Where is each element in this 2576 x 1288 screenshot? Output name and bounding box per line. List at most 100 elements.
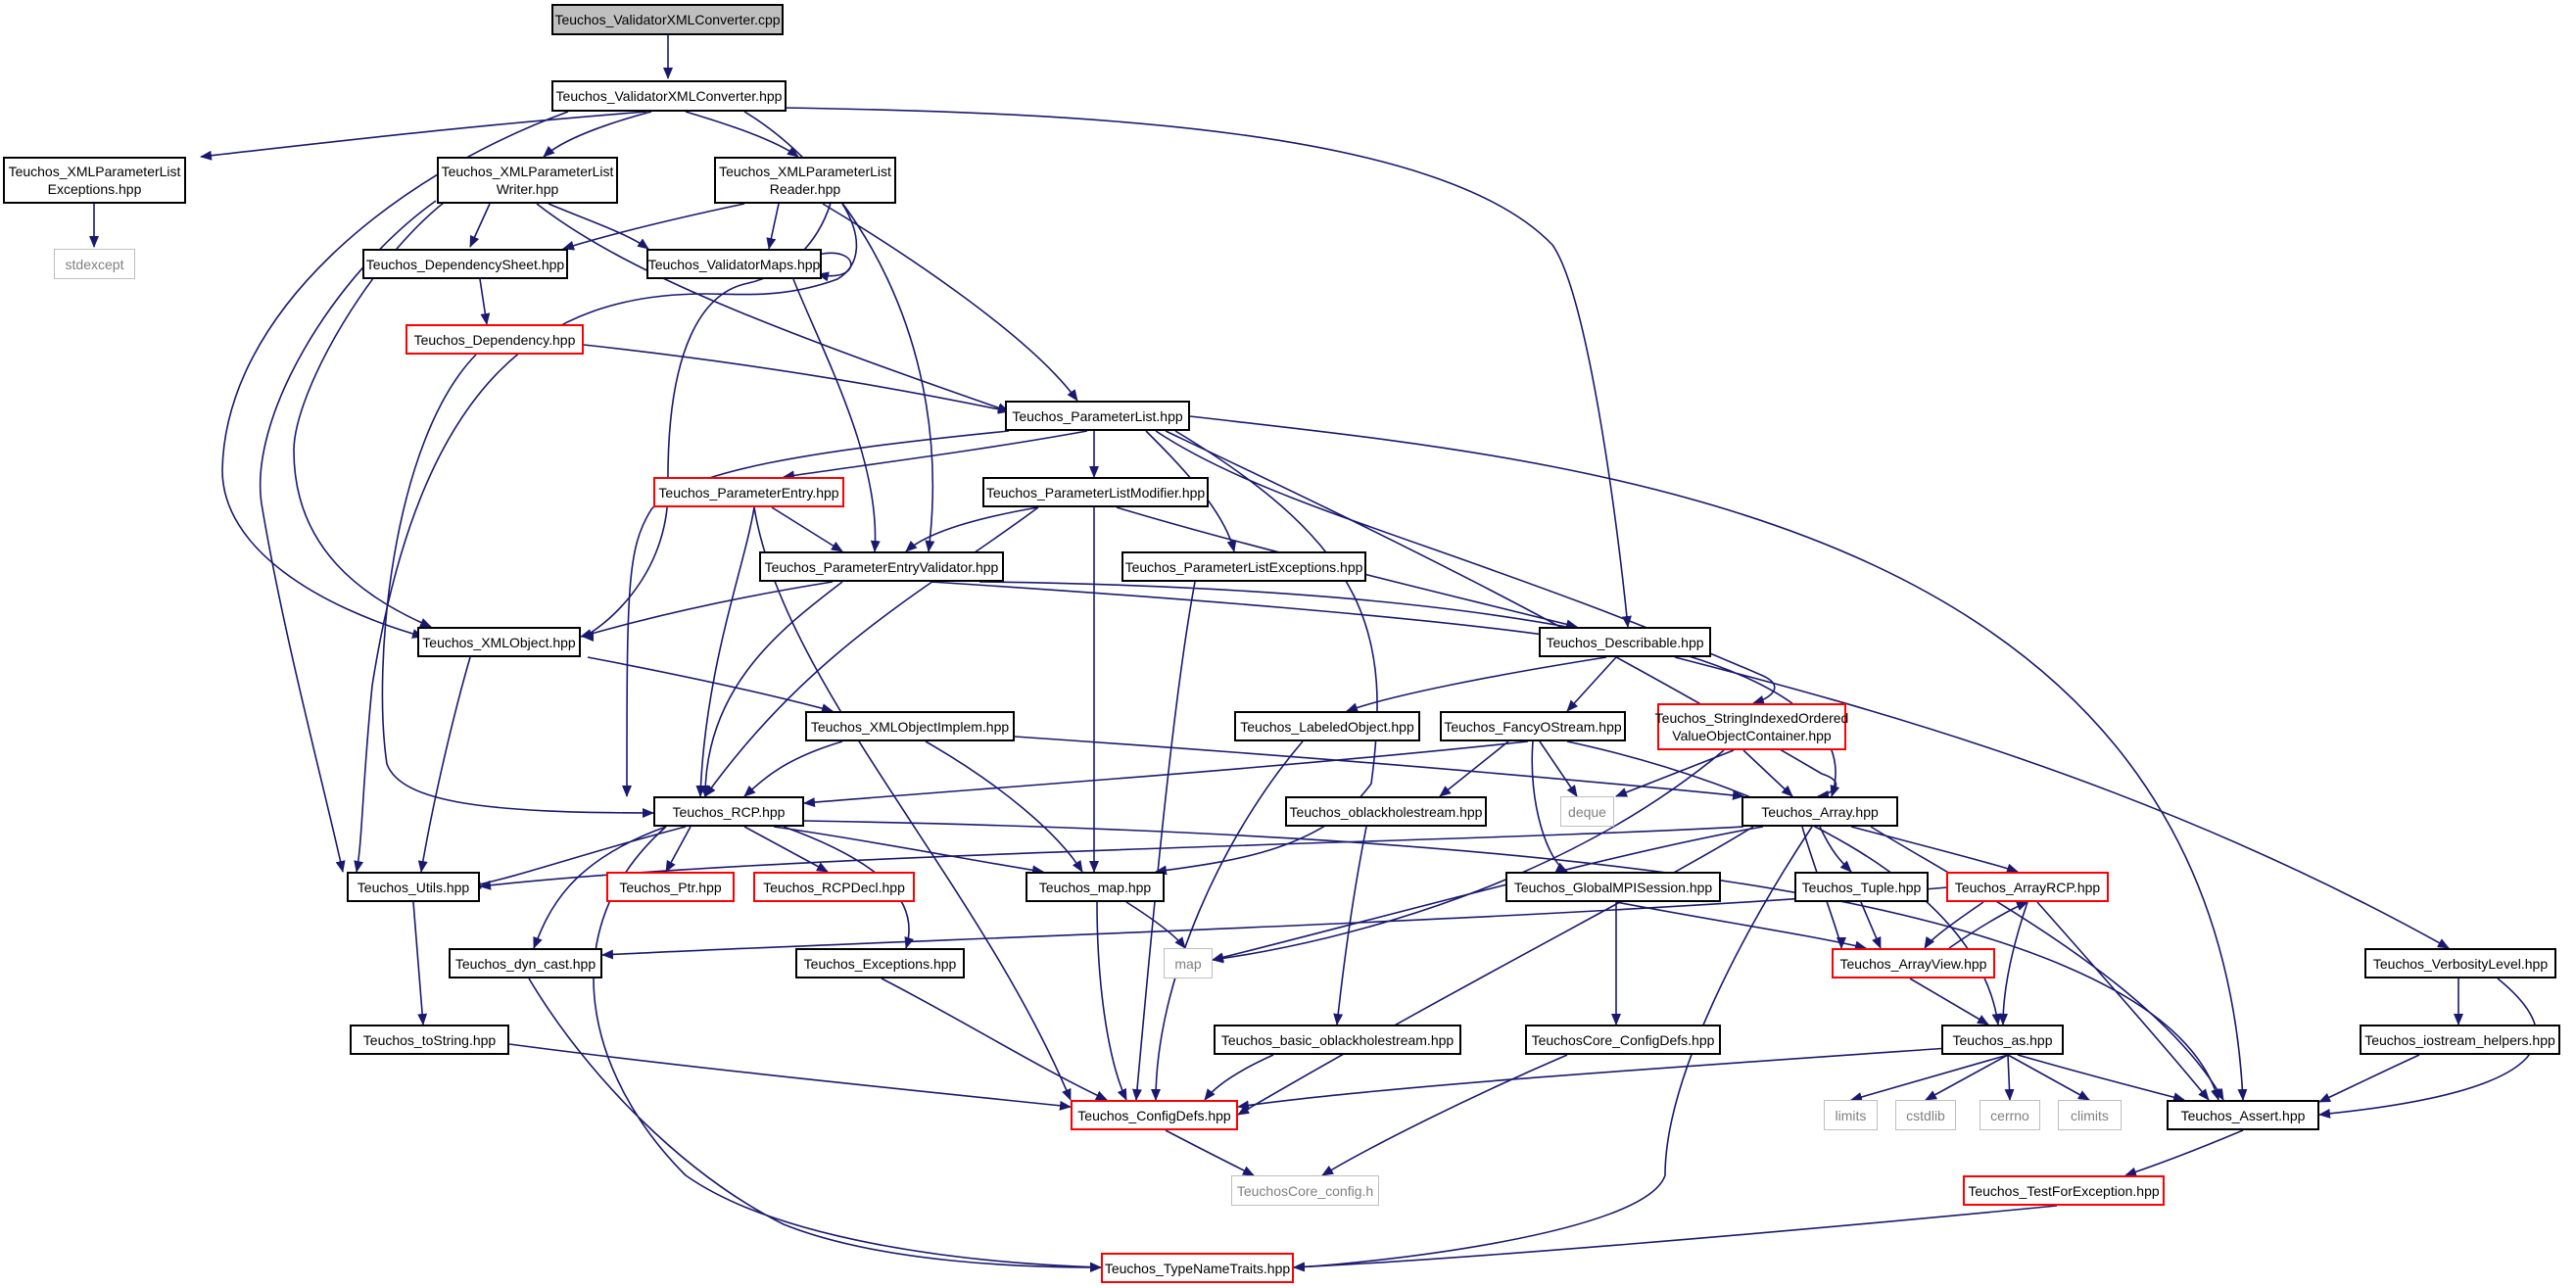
- dependency-edge: [1850, 1054, 2009, 1102]
- node-parameter-list[interactable]: Teuchos_ParameterList.hpp: [1005, 401, 1190, 431]
- node-global-mpi[interactable]: Teuchos_GlobalMPISession.hpp: [1505, 872, 1721, 902]
- dependency-edge: [562, 203, 745, 251]
- dependency-edge: [508, 1043, 1072, 1111]
- node-converter-hpp[interactable]: Teuchos_ValidatorXMLConverter.hpp: [551, 80, 787, 112]
- node-climits[interactable]: climits: [2058, 1100, 2122, 1130]
- node-map[interactable]: map: [1164, 948, 1213, 978]
- node-label-line-1: Teuchos_XMLParameterList: [719, 164, 891, 179]
- node-label: TeuchosCore_config.h: [1236, 1182, 1374, 1199]
- node-label: limits: [1835, 1107, 1867, 1123]
- node-pl-exceptions[interactable]: Teuchos_ParameterListExceptions.hpp: [1121, 551, 1366, 582]
- dependency-edge: [587, 656, 834, 713]
- dependency-edge: [1096, 901, 1127, 1101]
- dependency-edge: [417, 656, 471, 873]
- node-test-for-exception[interactable]: Teuchos_TestForException.hpp: [1963, 1175, 2165, 1206]
- node-label: Teuchos_Exceptions.hpp: [803, 955, 957, 972]
- dependency-edge: [2007, 1054, 2090, 1101]
- node-rcp-decl[interactable]: Teuchos_RCPDecl.hpp: [753, 872, 915, 902]
- dependency-edge: [528, 978, 1102, 1272]
- dependency-edge: [1155, 430, 1378, 876]
- node-verbosity[interactable]: Teuchos_VerbosityLevel.hpp: [2364, 948, 2556, 978]
- dependency-edge: [1539, 740, 1578, 797]
- dependency-edge: [1948, 901, 2028, 949]
- node-limits[interactable]: limits: [1824, 1100, 1878, 1130]
- dependency-edge: [1674, 656, 2450, 949]
- dependency-edge: [766, 203, 780, 250]
- node-converter-cpp[interactable]: Teuchos_ValidatorXMLConverter.cpp: [551, 4, 784, 35]
- node-configdefs[interactable]: Teuchos_ConfigDefs.hpp: [1071, 1100, 1238, 1130]
- node-cstdlib[interactable]: cstdlib: [1895, 1100, 1956, 1130]
- node-array-rcp[interactable]: Teuchos_ArrayRCP.hpp: [1946, 872, 2109, 902]
- node-core-config[interactable]: TeuchosCore_config.h: [1231, 1175, 1379, 1206]
- node-label: Teuchos_ParameterEntry.hpp: [658, 484, 839, 501]
- node-describable[interactable]: Teuchos_Describable.hpp: [1539, 627, 1711, 657]
- node-label: Teuchos_LabeledObject.hpp: [1240, 718, 1414, 735]
- dependency-edge: [743, 826, 829, 873]
- dependency-edge: [803, 740, 1529, 808]
- node-entry-validator[interactable]: Teuchos_ParameterEntryValidator.hpp: [759, 551, 1004, 582]
- dependency-edge: [1237, 1047, 1950, 1111]
- dependency-edge: [1333, 826, 1367, 1026]
- dependency-edge: [1151, 740, 1304, 1101]
- node-label: Teuchos_as.hpp: [1952, 1031, 2053, 1048]
- node-basic-oblackhole[interactable]: Teuchos_basic_oblackholestream.hpp: [1214, 1025, 1461, 1055]
- node-rcp[interactable]: Teuchos_RCP.hpp: [653, 796, 804, 827]
- node-label: Teuchos_ParameterList.hpp: [1012, 407, 1183, 424]
- node-fancy-ostream[interactable]: Teuchos_FancyOStream.hpp: [1440, 711, 1626, 741]
- dependency-edge: [1155, 430, 1776, 705]
- dependency-edge: [905, 506, 1039, 552]
- node-exceptions[interactable]: Teuchos_Exceptions.hpp: [795, 948, 965, 978]
- node-label: Teuchos_ValidatorXMLConverter.cpp: [554, 12, 781, 27]
- dependency-edge: [1924, 901, 1984, 949]
- node-label: Teuchos_Utils.hpp: [357, 879, 470, 895]
- node-deque[interactable]: deque: [1560, 796, 1614, 827]
- node-validator-maps[interactable]: Teuchos_ValidatorMaps.hpp: [646, 249, 822, 279]
- node-utils[interactable]: Teuchos_Utils.hpp: [347, 872, 480, 902]
- node-type-name-traits[interactable]: Teuchos_TypeNameTraits.hpp: [1101, 1253, 1294, 1283]
- node-cerrno[interactable]: cerrno: [1980, 1100, 2040, 1130]
- node-core-configdefs[interactable]: TeuchosCore_ConfigDefs.hpp: [1525, 1025, 1721, 1055]
- dependency-edge: [2004, 1054, 2015, 1101]
- dependency-edge: [881, 978, 1108, 1101]
- dependency-edge: [2318, 978, 2538, 1119]
- node-dependency-sheet[interactable]: Teuchos_DependencySheet.hpp: [362, 249, 568, 279]
- dependency-edge: [1531, 740, 1568, 873]
- node-xml-object[interactable]: Teuchos_XMLObject.hpp: [417, 627, 581, 657]
- node-array-view[interactable]: Teuchos_ArrayView.hpp: [1832, 948, 1995, 978]
- node-pl-modifier[interactable]: Teuchos_ParameterListModifier.hpp: [982, 477, 1209, 507]
- node-label: Teuchos_ArrayView.hpp: [1839, 955, 1987, 972]
- node-array[interactable]: Teuchos_Array.hpp: [1741, 796, 1898, 827]
- node-dependency[interactable]: Teuchos_Dependency.hpp: [405, 324, 584, 355]
- node-labeled-object[interactable]: Teuchos_LabeledObject.hpp: [1234, 711, 1420, 741]
- node-dyn-cast[interactable]: Teuchos_dyn_cast.hpp: [449, 948, 602, 978]
- node-label-line-2: ValueObjectContainer.hpp: [1672, 728, 1832, 743]
- node-label: Teuchos_TypeNameTraits.hpp: [1104, 1260, 1291, 1276]
- dependency-edge: [1293, 826, 1813, 1272]
- node-oblackhole[interactable]: Teuchos_oblackholestream.hpp: [1285, 796, 1487, 827]
- node-to-string[interactable]: Teuchos_toString.hpp: [350, 1025, 509, 1055]
- node-parameter-entry[interactable]: Teuchos_ParameterEntry.hpp: [653, 477, 844, 507]
- node-ptr[interactable]: Teuchos_Ptr.hpp: [606, 872, 735, 902]
- dependency-edge: [1909, 978, 1989, 1026]
- dependency-edge: [771, 506, 843, 552]
- node-assert[interactable]: Teuchos_Assert.hpp: [2167, 1100, 2319, 1130]
- node-iostream-helpers[interactable]: Teuchos_iostream_helpers.hpp: [2360, 1025, 2560, 1055]
- node-label: Teuchos_ParameterListModifier.hpp: [985, 484, 1206, 501]
- dependency-edge: [1742, 749, 1793, 797]
- node-tuple[interactable]: Teuchos_Tuple.hpp: [1794, 872, 1929, 902]
- node-stdexcept[interactable]: stdexcept: [54, 249, 135, 279]
- dependency-edge: [381, 354, 654, 818]
- node-map-hpp[interactable]: Teuchos_map.hpp: [1026, 872, 1165, 902]
- node-as[interactable]: Teuchos_as.hpp: [1941, 1025, 2064, 1055]
- dependency-edge: [743, 111, 935, 552]
- dependency-edge: [1204, 1054, 1274, 1101]
- node-label: Teuchos_Dependency.hpp: [413, 331, 576, 348]
- node-label-line-1: Teuchos_XMLParameterList: [441, 164, 614, 179]
- dependency-edge: [1615, 901, 1867, 951]
- node-xml-object-implem[interactable]: Teuchos_XMLObjectImplem.hpp: [805, 711, 1015, 741]
